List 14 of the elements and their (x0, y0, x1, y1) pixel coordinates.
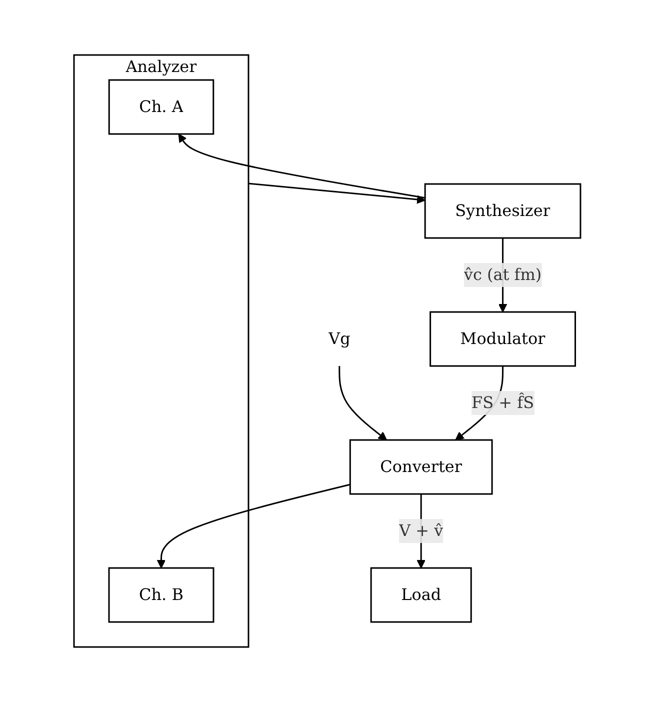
edge-label: v̂c (at fm) (464, 264, 542, 284)
arrow (178, 133, 426, 198)
node-box: Modulator (430, 310, 576, 366)
node-box: Ch. B (108, 566, 214, 622)
node-box: Synthesizer (424, 182, 582, 238)
node-box: Converter (350, 438, 494, 494)
arrow (248, 182, 426, 204)
edge-label: V + v̂ (399, 520, 444, 540)
node-box: Ch. A (108, 78, 214, 134)
edge-label: FS + f̂S (472, 392, 534, 412)
arrow (338, 366, 388, 440)
node-text: Vg (328, 328, 351, 348)
node-box: Load (370, 566, 472, 622)
arrow (157, 483, 351, 568)
